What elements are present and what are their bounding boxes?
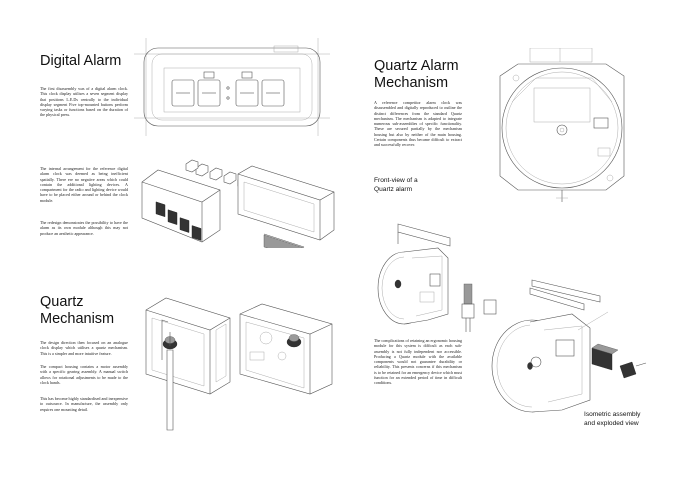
digital-alarm-para-2: The internal arrangement for the referen… [40,166,128,203]
isometric-caption: Isometric assembly and exploded view [584,411,641,427]
battery-part [591,343,619,371]
switch-part [461,283,475,332]
circuit-part [619,361,647,379]
quartz-alarm-front-drawing [499,48,625,202]
digital-alarm-exploded-drawing [141,159,335,248]
rear-housing [237,165,335,248]
quartz-alarm-exploded-drawing [461,279,647,413]
quartz-mechanism-title: Quartz Mechanism [40,294,115,327]
quartz-mechanism-para-1: The design direction then focused on an … [40,340,128,356]
front-panel [141,169,221,243]
quartz-alarm-title: Quartz Alarm Mechanism [374,58,459,91]
quartz-mechanism-iso-drawing [145,297,231,431]
digital-alarm-para-1: The first disassembly was of a digital a… [40,86,128,118]
quartz-alarm-para-1: A reference competitor alarm clock was d… [374,100,462,148]
top-strip [529,279,601,311]
mechanism-housing [491,313,591,413]
front-view-caption: Front-view of a Quartz alarm [374,177,418,193]
digital-alarm-front-drawing [134,38,330,136]
quartz-mechanism-para-2: The compact housing contains a motor ass… [40,364,128,385]
quartz-alarm-iso-assembly [377,223,451,325]
digital-alarm-para-3: The redesign demonstrates the possibilit… [40,220,128,236]
quartz-alarm-para-2: The complications of retaining an ergono… [374,338,462,386]
digital-alarm-title: Digital Alarm [40,53,122,69]
small-part [483,299,497,315]
quartz-mechanism-rear-drawing [239,303,333,395]
seven-segment-digits [171,79,285,107]
quartz-mechanism-para-3: This has become highly standardised and … [40,396,128,412]
